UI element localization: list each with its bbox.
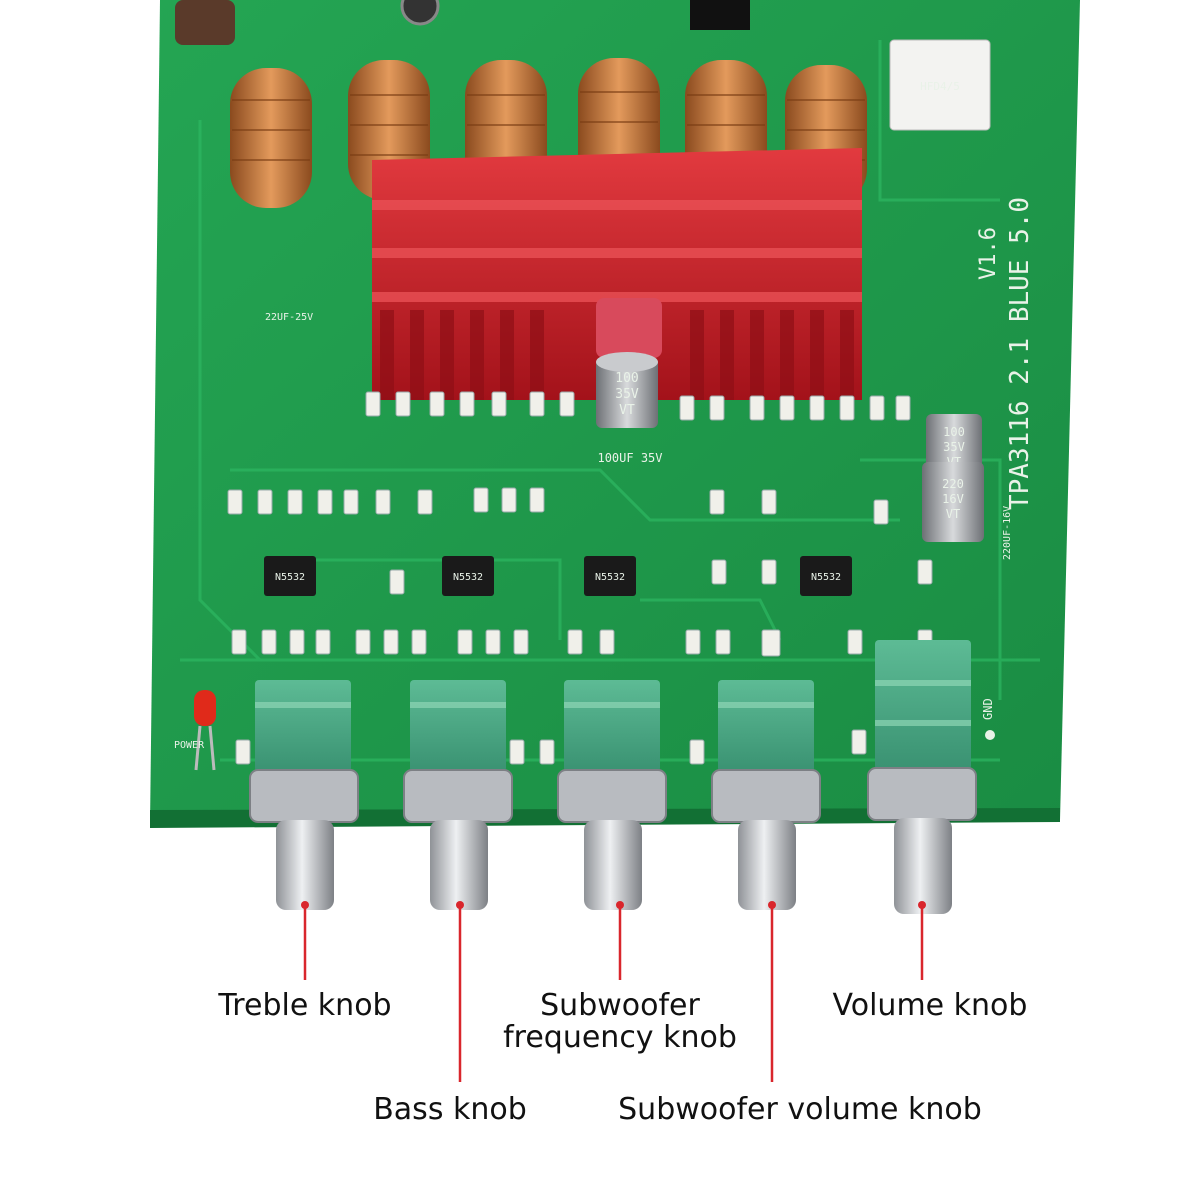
- chip-2: N5532: [442, 556, 494, 596]
- potentiometers: [249, 640, 977, 914]
- chip-3: N5532: [584, 556, 636, 596]
- pot-subwoofer-frequency: [557, 680, 667, 910]
- svg-text:N5532: N5532: [275, 572, 305, 583]
- treble-knob-label: Treble knob: [218, 988, 392, 1023]
- svg-text:16V: 16V: [942, 492, 964, 506]
- capacitor-center-label: 100UF 35V: [597, 451, 662, 465]
- heatsink: [372, 148, 862, 400]
- svg-text:100: 100: [615, 371, 638, 386]
- pot-subwoofer-volume: [711, 680, 821, 910]
- power-text: POWER: [174, 740, 205, 751]
- svg-text:VT: VT: [946, 507, 960, 521]
- pot-volume: [867, 640, 977, 914]
- pot-treble: [249, 680, 359, 910]
- svg-text:35V: 35V: [615, 387, 639, 402]
- bass-knob-label: Bass knob: [373, 1092, 527, 1127]
- pointer-dots: [301, 901, 926, 909]
- chip-4: N5532: [800, 556, 852, 596]
- subwoofer-frequency-label-line2: frequency knob: [503, 1020, 737, 1055]
- gnd-pad: [985, 730, 995, 740]
- svg-text:N5532: N5532: [453, 572, 483, 583]
- svg-text:VT: VT: [619, 403, 635, 418]
- power-led: [194, 690, 216, 771]
- small-cap-text: 22UF-25V: [265, 312, 313, 323]
- pointer-lines: [303, 905, 924, 1082]
- volume-knob-label: Volume knob: [832, 988, 1028, 1023]
- svg-text:220: 220: [942, 477, 964, 491]
- gnd-text: GND: [981, 698, 995, 720]
- svg-text:N5532: N5532: [811, 572, 841, 583]
- regulator-chip: [690, 0, 750, 30]
- relay-text: HFD4/5: [920, 80, 960, 93]
- capacitor-center: 100 35V VT: [596, 352, 658, 428]
- relay: [889, 39, 991, 131]
- capacitor-top-mid: [400, 0, 440, 26]
- board-version-text: V1.6: [976, 227, 1001, 280]
- opamp-chips: N5532 N5532 N5532 N5532: [264, 556, 852, 596]
- svg-text:35V: 35V: [943, 440, 965, 454]
- subwoofer-volume-knob-label: Subwoofer volume knob: [618, 1092, 982, 1127]
- capacitor-right-bottom: 220 16V VT: [922, 462, 984, 542]
- pot-bass: [403, 680, 513, 910]
- svg-text:N5532: N5532: [595, 572, 625, 583]
- board-model-text: TPA3116 2.1 BLUE 5.0: [1005, 197, 1035, 510]
- capacitor-right-mark: 220UF-16V: [1002, 506, 1013, 560]
- svg-text:100: 100: [943, 425, 965, 439]
- chip-1: N5532: [264, 556, 316, 596]
- capacitor-top-left: [175, 0, 235, 45]
- smd-components: [227, 391, 933, 765]
- coil-1: [230, 68, 312, 208]
- subwoofer-frequency-label-line1: Subwoofer: [540, 988, 700, 1023]
